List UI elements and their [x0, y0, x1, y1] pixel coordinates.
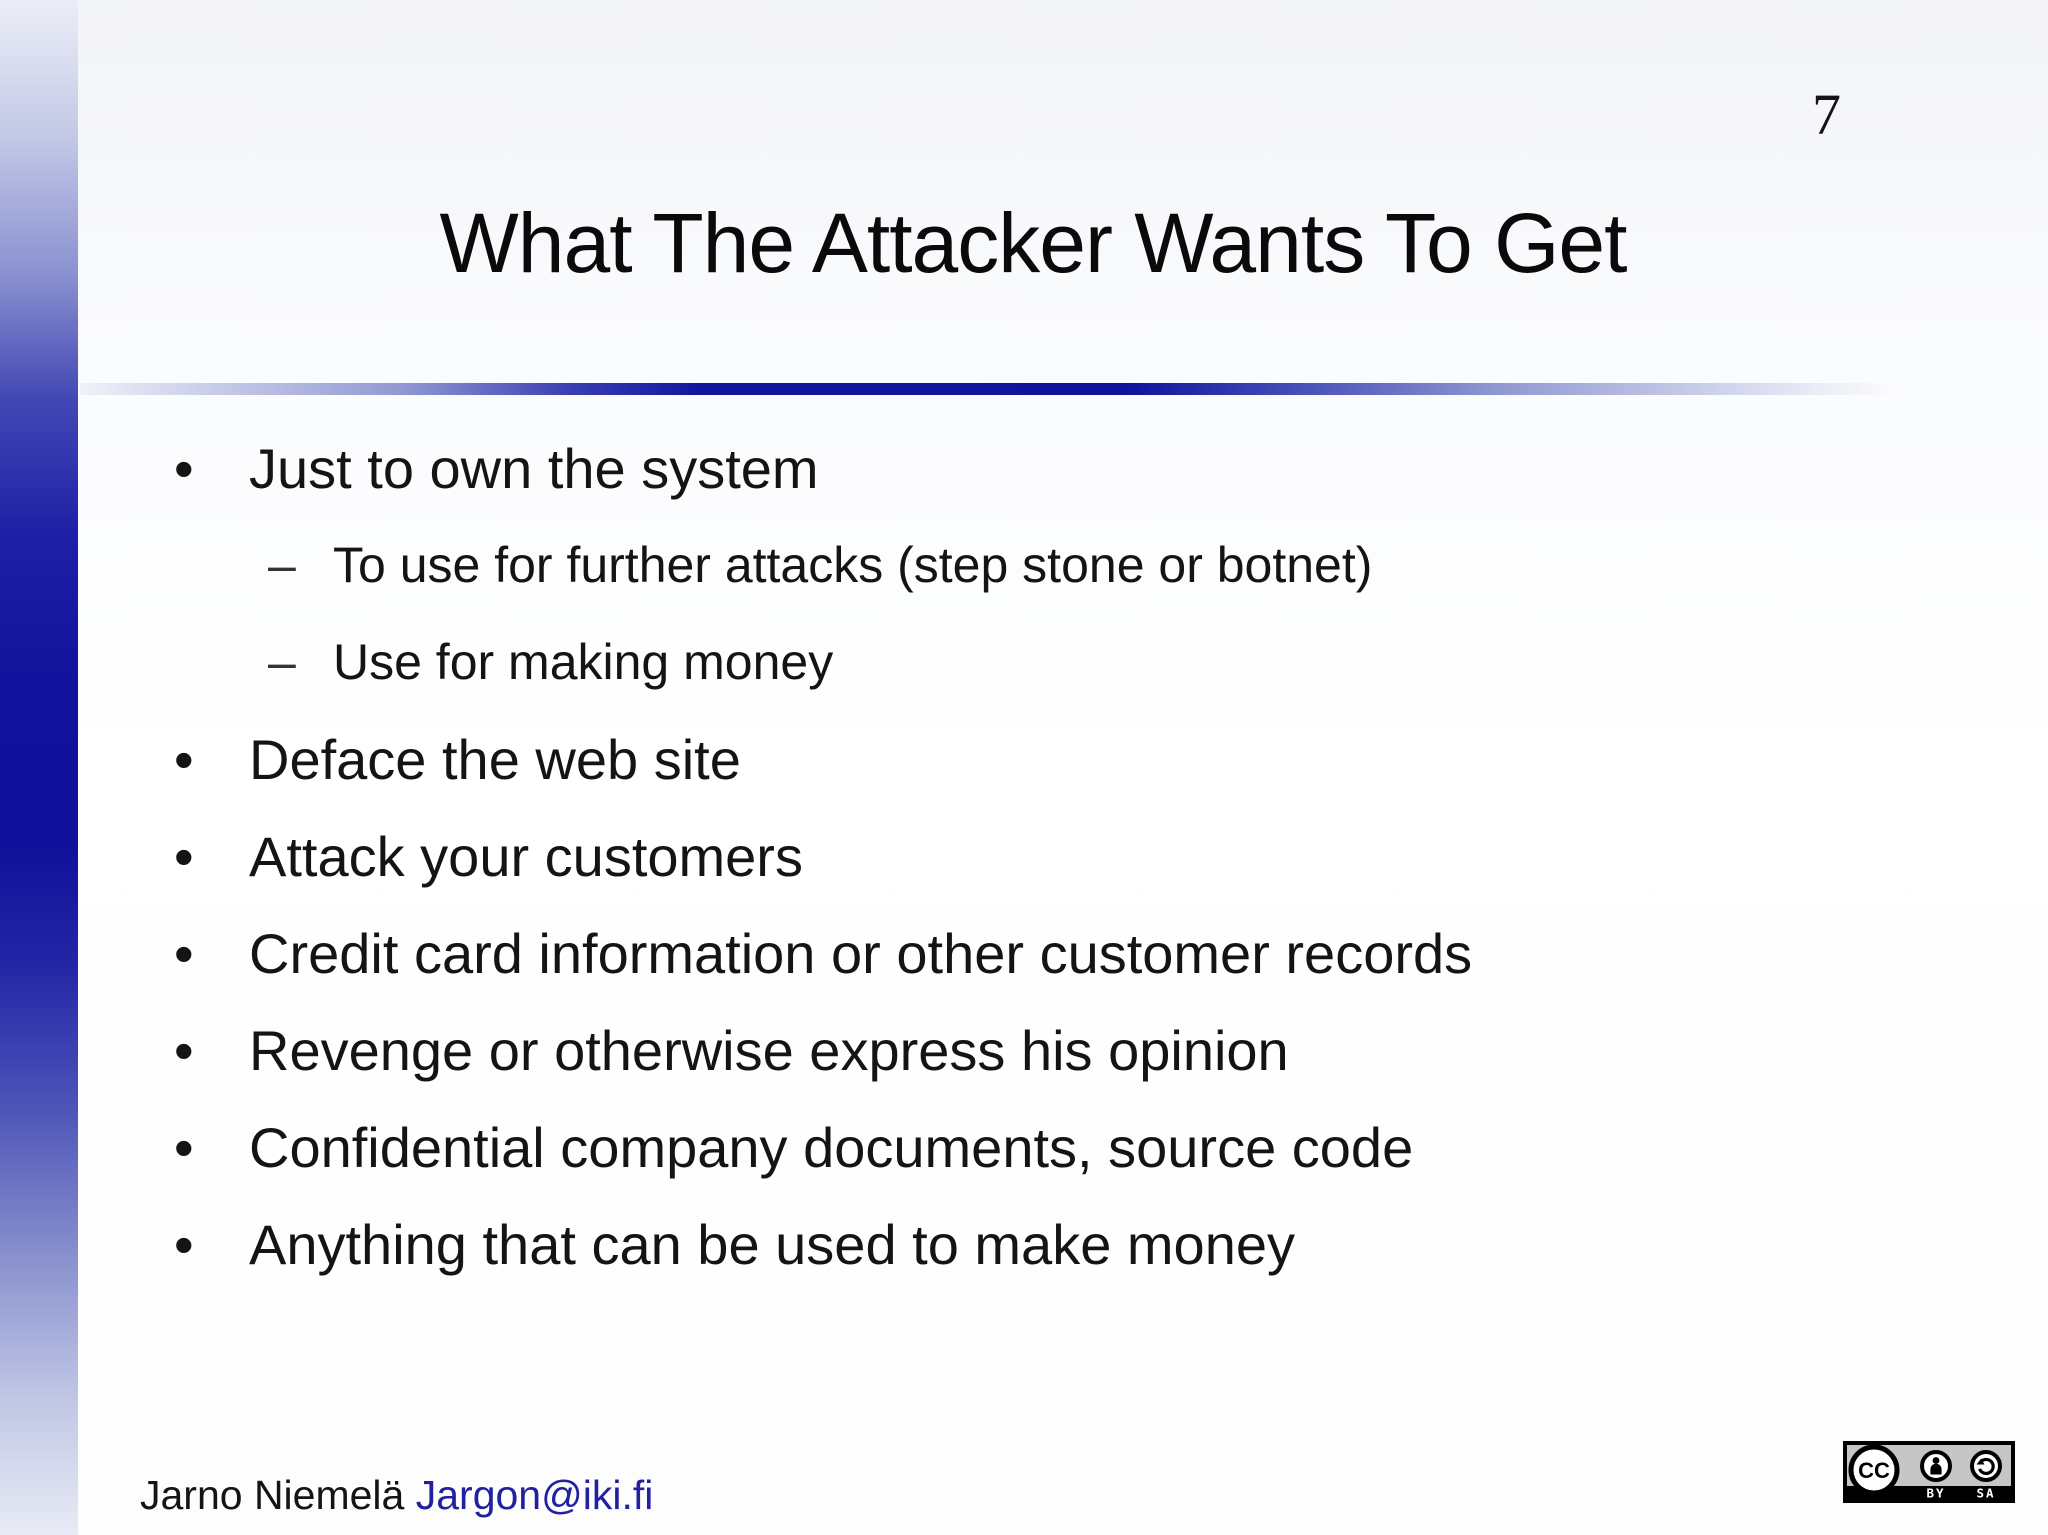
- list-sub-item: –To use for further attacks (step stone …: [0, 517, 2008, 614]
- cc-logo-icon: CC: [1848, 1444, 1900, 1496]
- list-item-text: Use for making money: [333, 634, 834, 690]
- bullet-dot-icon: •: [174, 728, 194, 791]
- bullet-dot-icon: •: [174, 1116, 194, 1179]
- list-sub-item: –Use for making money: [0, 614, 2008, 711]
- page-number: 7: [1812, 82, 1841, 147]
- list-item-text: Attack your customers: [249, 825, 803, 888]
- list-item-text: Credit card information or other custome…: [249, 922, 1473, 985]
- dash-icon: –: [268, 537, 296, 593]
- slide-background: [78, 0, 2048, 1535]
- list-item-text: Anything that can be used to make money: [249, 1213, 1295, 1276]
- list-item: • Revenge or otherwise express his opinio…: [0, 1002, 2008, 1099]
- footer-email-link[interactable]: Jargon@iki.fi: [415, 1471, 654, 1518]
- left-gradient-bar: [0, 0, 78, 1535]
- bullet-dot-icon: •: [174, 1019, 194, 1082]
- attribution-person-icon: [1920, 1450, 1952, 1482]
- share-alike-icon: [1970, 1450, 2002, 1482]
- list-item: • Just to own the system: [0, 420, 2008, 517]
- list-item: • Attack your customers: [0, 808, 2008, 905]
- footer-author: Jarno Niemelä: [140, 1471, 405, 1518]
- bullet-dot-icon: •: [174, 922, 194, 985]
- title-divider: [80, 383, 1895, 395]
- list-item-text: Confidential company documents, source c…: [249, 1116, 1414, 1179]
- list-item-text: To use for further attacks (step stone o…: [333, 537, 1373, 593]
- bullet-dot-icon: •: [174, 825, 194, 888]
- list-item-text: Deface the web site: [249, 728, 741, 791]
- list-item: • Deface the web site: [0, 711, 2008, 808]
- list-item: • Credit card information or other custom…: [0, 905, 2008, 1002]
- cc-license-badge[interactable]: CC BY SA: [1843, 1441, 2015, 1503]
- list-item-text: Revenge or otherwise express his opinion: [249, 1019, 1289, 1082]
- by-label: BY: [1926, 1486, 1945, 1501]
- dash-icon: –: [268, 634, 296, 690]
- list-item: • Confidential company documents, source …: [0, 1099, 2008, 1196]
- bullet-dot-icon: •: [174, 437, 194, 500]
- sa-label: SA: [1976, 1486, 1995, 1501]
- list-item: • Anything that can be used to make money: [0, 1196, 2008, 1293]
- svg-text:CC: CC: [1858, 1458, 1890, 1483]
- bullet-list: • Just to own the system –To use for furt…: [0, 420, 2008, 1293]
- bullet-dot-icon: •: [174, 1213, 194, 1276]
- footer: Jarno Niemelä Jargon@iki.fi: [140, 1472, 653, 1519]
- list-item-text: Just to own the system: [249, 437, 819, 500]
- slide-title: What The Attacker Wants To Get: [439, 196, 1628, 290]
